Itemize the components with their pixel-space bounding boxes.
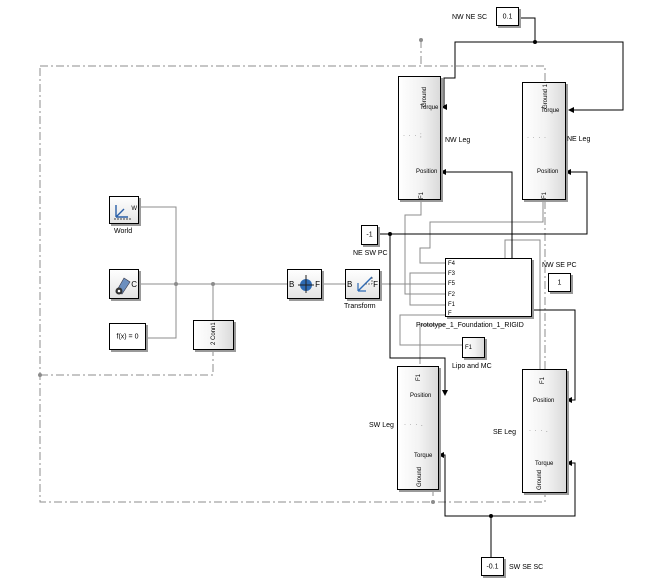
se-leg-icon-dots: · · · . <box>529 428 549 434</box>
ne-leg-f1-port: F1 <box>542 191 548 199</box>
rigid-transform-icon <box>357 276 373 292</box>
foundation-port-f: F <box>448 311 452 317</box>
sw-se-sc-value: -0.1 <box>486 563 499 570</box>
solver-config-block[interactable]: C <box>109 269 139 299</box>
lipo-mc-label: Lipo and MC <box>452 363 492 370</box>
bushing-joint-icon <box>298 275 314 293</box>
nw-leg-label: NW Leg <box>445 137 471 144</box>
sw-leg-block[interactable]: F1 Position · · · . Torque Ground <box>397 366 439 490</box>
fx-zero-block[interactable]: f(x) = 0 <box>109 323 146 350</box>
subsystem-boundary-inner <box>40 284 214 376</box>
world-block[interactable]: W <box>109 196 139 224</box>
transform-block[interactable]: B F <box>345 269 380 299</box>
transform-port-b: B <box>347 280 353 289</box>
ne-leg-block[interactable]: Ground 1 Torque · · · · Position F1 <box>522 82 566 200</box>
foundation-port-f2: F2 <box>448 292 456 298</box>
foundation-port-f3: F3 <box>448 271 456 277</box>
sw-se-sc-label: SW SE SC <box>509 564 544 571</box>
config-port-label: C <box>131 280 137 289</box>
se-leg-ground-port: Ground <box>537 469 543 490</box>
ne-leg-ground-port: Ground 1 <box>543 83 549 109</box>
se-leg-torque-port: Torque <box>535 461 554 467</box>
nw-se-pc-constant[interactable]: 1 <box>548 273 571 292</box>
foundation-port-f1: F1 <box>448 302 456 308</box>
sw-leg-position-port: Position <box>410 393 432 399</box>
sw-leg-label: SW Leg <box>369 422 394 429</box>
nw-ne-sc-constant[interactable]: 0.1 <box>496 7 519 26</box>
ne-leg-icon-dots: · · · · <box>527 135 547 141</box>
se-leg-label: SE Leg <box>493 429 516 436</box>
bushing-port-f: F <box>315 280 320 289</box>
foundation-block[interactable]: F4 F3 F5 F2 F1 F <box>445 258 532 317</box>
nw-leg-block[interactable]: Ground Torque · · · ; Position F1 <box>398 76 441 200</box>
bushing-joint-block[interactable]: B F <box>287 269 322 299</box>
lipo-mc-block[interactable]: F1 <box>462 337 485 358</box>
ne-sw-pc-label: NE SW PC <box>353 250 388 257</box>
sw-leg-ground-port: Ground <box>417 466 423 487</box>
sw-leg-f1-port: F1 <box>416 373 422 381</box>
conn-label: 2 Conn1 <box>211 322 217 345</box>
sw-se-sc-constant[interactable]: -0.1 <box>481 557 504 576</box>
sw-leg-torque-port: Torque <box>414 453 433 459</box>
foundation-label: Prototype_1_Foundation_1_RIGID <box>416 322 524 329</box>
nw-leg-position-port: Position <box>416 169 438 175</box>
solver-configuration-icon <box>115 277 131 295</box>
se-leg-block[interactable]: F1 Position · · · . Torque Ground <box>522 369 567 493</box>
ne-sw-pc-value: -1 <box>366 231 373 239</box>
world-label: World <box>114 228 133 235</box>
ne-leg-torque-port: Torque <box>541 108 560 114</box>
nw-leg-ground-port: Ground <box>422 86 428 107</box>
se-leg-f1-port: F1 <box>540 376 546 384</box>
world-port-label: W <box>131 206 137 212</box>
ne-leg-label: NE Leg <box>567 136 591 143</box>
sw-leg-icon-dots: · · · . <box>404 422 424 428</box>
foundation-port-f5: F5 <box>448 281 456 287</box>
transform-label: Transform <box>344 303 376 310</box>
fx-text: f(x) = 0 <box>116 333 139 340</box>
ne-sw-pc-constant[interactable]: -1 <box>361 225 378 245</box>
connection-port-block[interactable]: 2 Conn1 <box>193 320 234 350</box>
bushing-port-b: B <box>289 280 295 289</box>
foundation-port-f4: F4 <box>448 261 456 267</box>
nw-se-pc-value: 1 <box>557 279 562 286</box>
lipo-port-f1: F1 <box>465 345 473 351</box>
world-frame-icon <box>114 205 132 220</box>
nw-ne-sc-label: NW NE SC <box>452 14 487 21</box>
ne-leg-position-port: Position <box>537 169 559 175</box>
transform-port-f: F <box>373 280 378 289</box>
nw-leg-icon-dots: · · · ; <box>403 133 423 139</box>
se-leg-position-port: Position <box>533 398 555 404</box>
nw-se-pc-label: NW SE PC <box>542 262 577 269</box>
nw-ne-sc-value: 0.1 <box>502 13 513 20</box>
nw-leg-f1-port: F1 <box>419 191 425 199</box>
subsystem-boundary-outer <box>39 65 546 503</box>
nw-leg-torque-port: Torque <box>420 105 439 111</box>
